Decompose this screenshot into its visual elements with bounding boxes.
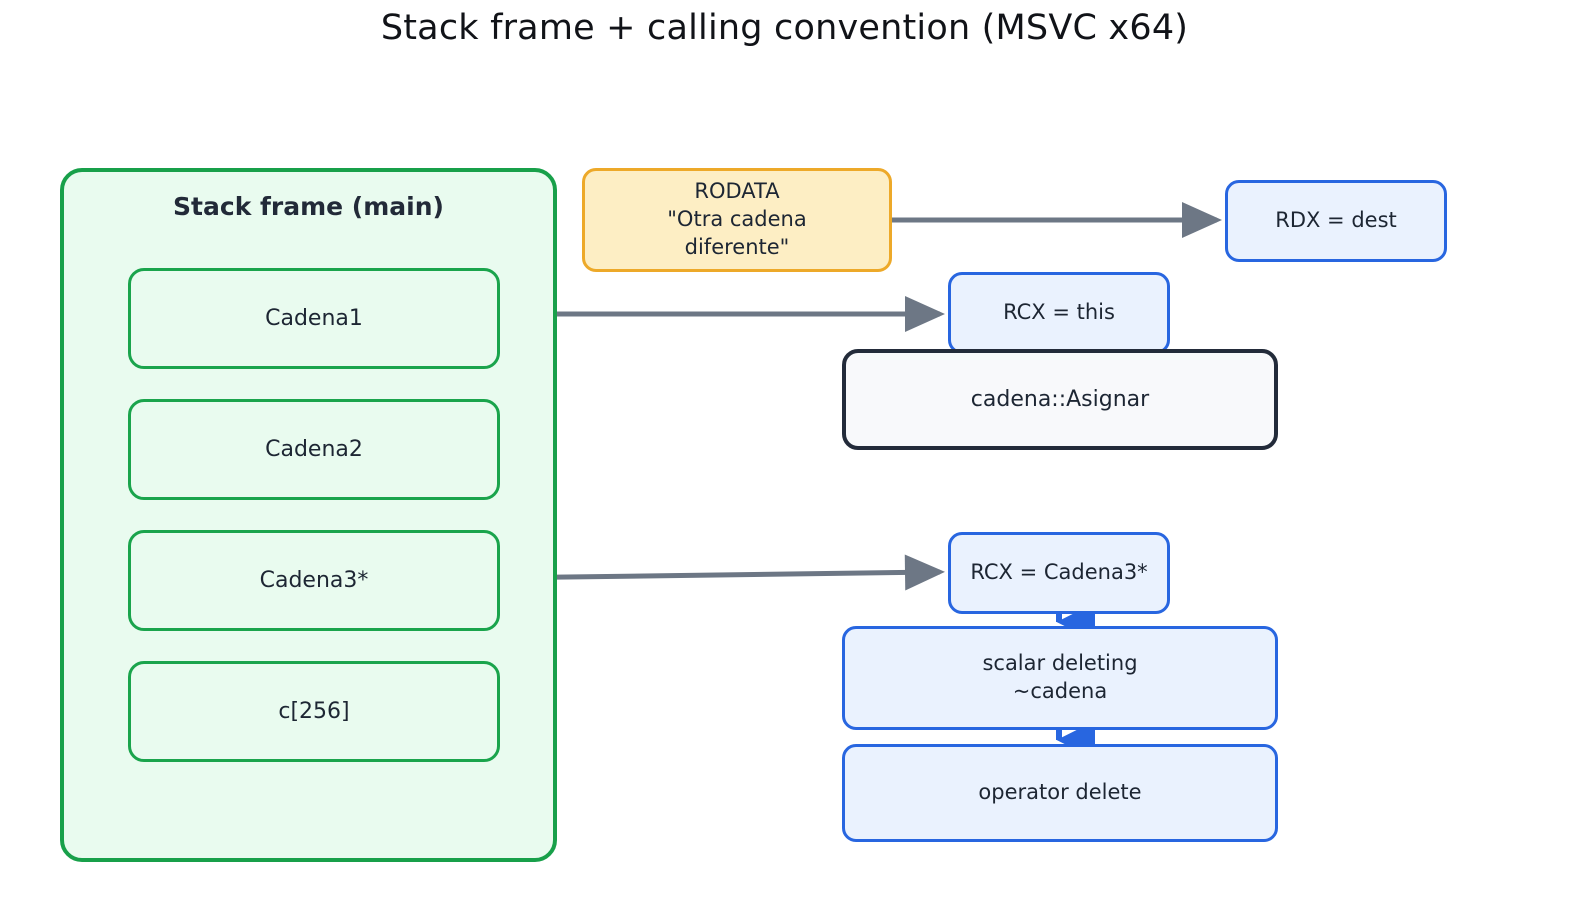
node-rdx-dest[interactable]: RDX = dest bbox=[1225, 180, 1447, 262]
edge-cadena3-to-rcx-cadena3 bbox=[493, 554, 945, 591]
node-rdx-dest-label: RDX = dest bbox=[1275, 208, 1397, 233]
node-rcx-this[interactable]: RCX = this bbox=[948, 272, 1170, 354]
node-scalar-deleting-destructor[interactable]: scalar deleting ~cadena bbox=[842, 626, 1278, 730]
rodata-label: RODATA bbox=[694, 179, 780, 204]
node-operator-delete-label: operator delete bbox=[978, 780, 1142, 805]
stack-frame-container[interactable]: Stack frame (main) Cadena1 Cadena2 Caden… bbox=[60, 168, 557, 862]
node-rcx-cadena3-label: RCX = Cadena3* bbox=[970, 560, 1148, 585]
stack-slot-c256[interactable]: c[256] bbox=[128, 661, 500, 762]
page-title: Stack frame + calling convention (MSVC x… bbox=[380, 8, 1189, 48]
node-scalar-deleting-line1: scalar deleting bbox=[982, 651, 1138, 676]
node-cadena-asignar-label: cadena::Asignar bbox=[970, 387, 1150, 412]
node-rcx-cadena3[interactable]: RCX = Cadena3* bbox=[948, 532, 1170, 614]
rodata-string-line2: diferente" bbox=[684, 234, 790, 259]
node-rodata[interactable]: RODATA "Otra cadena diferente" bbox=[582, 168, 892, 272]
stack-slot-cadena2[interactable]: Cadena2 bbox=[128, 399, 500, 500]
rodata-string-line1: "Otra cadena bbox=[667, 207, 807, 232]
stack-frame-title: Stack frame (main) bbox=[173, 192, 444, 221]
stack-slot-cadena1[interactable]: Cadena1 bbox=[128, 268, 500, 369]
node-operator-delete[interactable]: operator delete bbox=[842, 744, 1278, 842]
node-cadena-asignar[interactable]: cadena::Asignar bbox=[842, 349, 1278, 450]
node-rcx-this-label: RCX = this bbox=[1003, 300, 1115, 325]
node-scalar-deleting-line2: ~cadena bbox=[1012, 679, 1108, 703]
stack-slot-cadena3-ptr[interactable]: Cadena3* bbox=[128, 530, 500, 631]
